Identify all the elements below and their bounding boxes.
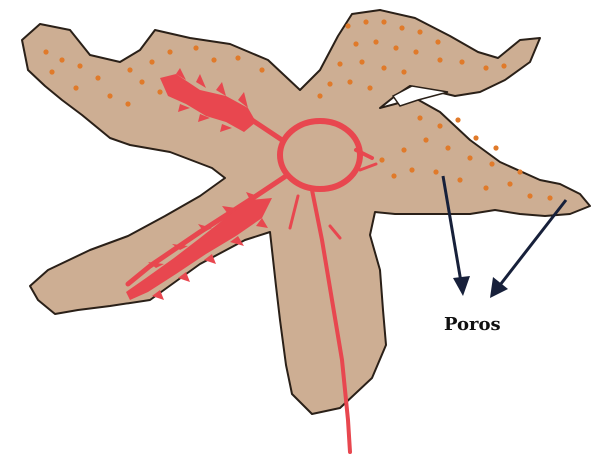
starfish-body: [22, 10, 590, 414]
pores-label: Poros: [444, 314, 501, 335]
arrow-left-head: [453, 276, 470, 296]
